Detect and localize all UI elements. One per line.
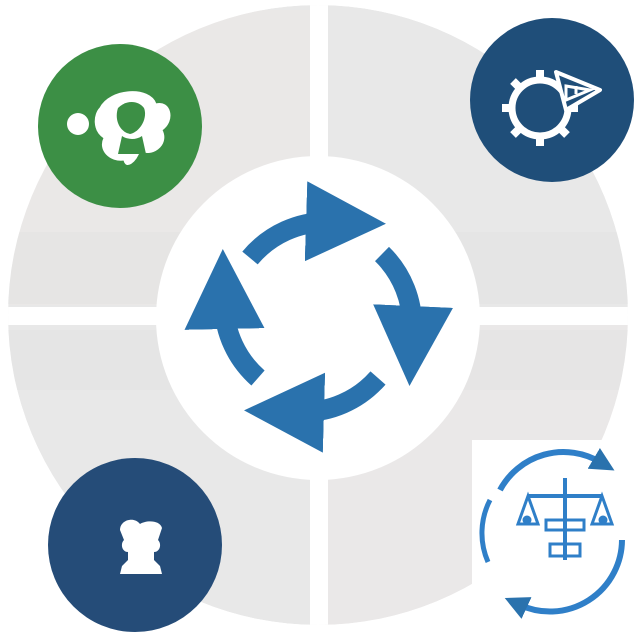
cycle-arrow-right xyxy=(373,246,454,386)
cycle-arrow-left xyxy=(184,249,265,386)
person-glyph xyxy=(120,519,162,574)
cycle-arrow-bottom xyxy=(244,371,386,453)
people-glyph xyxy=(67,91,171,165)
quadrant-bottom-left xyxy=(48,458,222,632)
quadrant-top-left xyxy=(38,44,202,208)
quadrant-top-right xyxy=(470,18,634,182)
balance-scale-cycle-icon xyxy=(479,448,625,619)
quadrant-bottom-right xyxy=(472,440,637,619)
center-circle xyxy=(156,156,480,480)
cycle-arrows-icon xyxy=(184,181,454,453)
gear-glyph xyxy=(502,70,602,146)
gear-warning-icon xyxy=(470,18,634,182)
